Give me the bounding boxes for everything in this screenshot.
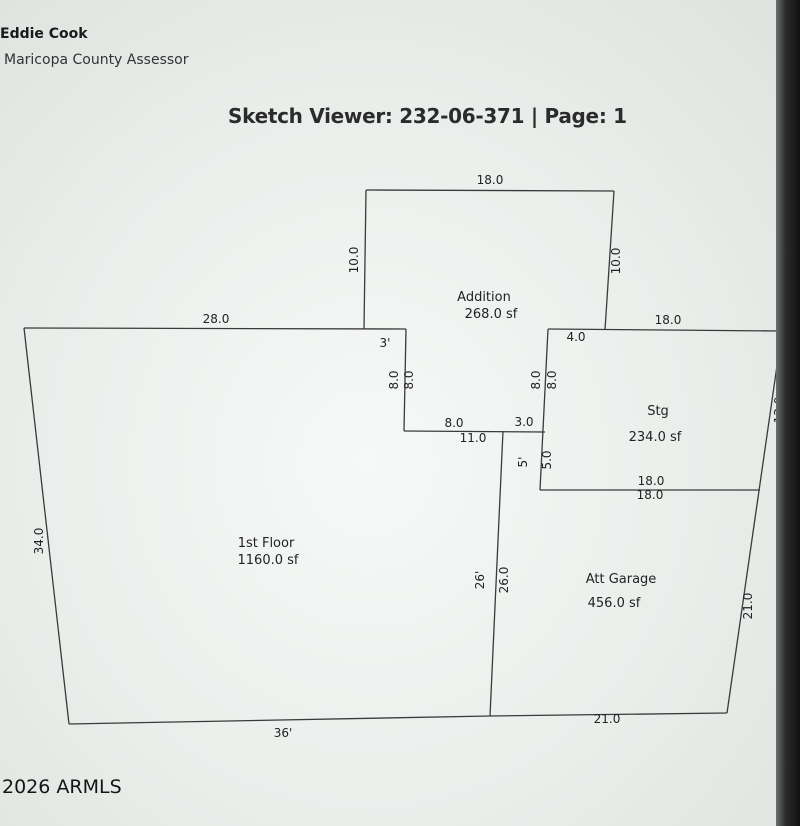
dim-stg-bottom-b: 18.0 [637, 488, 664, 502]
copyright-watermark: 2026 ARMLS [2, 776, 122, 798]
storage-size: 234.0 sf [629, 430, 682, 445]
main-left-wall [23, 327, 70, 725]
notch-left-wall [403, 328, 407, 432]
monitor-bezel [776, 0, 800, 826]
dim-notch-bottom-right: 3.0 [514, 415, 533, 429]
dim-garage-bottom: 21.0 [594, 712, 621, 726]
garage-size: 456.0 sf [588, 596, 641, 611]
addition-label: Addition [457, 290, 511, 305]
owner-name: Eddie Cook [0, 26, 88, 42]
dim-main-top: 28.0 [203, 312, 230, 326]
garage-divider-wall [489, 430, 504, 717]
main-top-wall [23, 327, 407, 330]
addition-size: 268.0 sf [465, 307, 518, 322]
dim-stg-left-5: 5' [516, 457, 530, 468]
notch-bottom-wall [403, 430, 546, 433]
stg-left-wall [539, 328, 549, 491]
dim-main-left: 34.0 [32, 528, 46, 555]
garage-bottom-wall [489, 712, 728, 717]
dim-garage-left-26a: 26' [473, 571, 487, 590]
dim-stg-left-50: 5.0 [540, 450, 554, 469]
dim-notch-bottom-long: 11.0 [460, 431, 487, 445]
dim-addition-top: 18.0 [477, 173, 504, 187]
dim-stg-bottom-a: 18.0 [638, 474, 665, 488]
garage-label: Att Garage [586, 572, 657, 587]
dim-stg-top-short: 4.0 [566, 330, 585, 344]
dim-step-3: 3' [380, 336, 391, 350]
addition-left-wall [363, 189, 367, 330]
stg-top-wall [547, 328, 783, 332]
page-title: Sketch Viewer: 232-06-371 | Page: 1 [228, 104, 627, 128]
addition-right-wall [604, 190, 615, 331]
first-floor-size: 1160.0 sf [238, 553, 299, 568]
dim-notch-left-a: 8.0 [387, 370, 401, 389]
dim-addition-right: 10.0 [609, 248, 623, 275]
dim-stg-top: 18.0 [655, 313, 682, 327]
dim-addition-left: 10.0 [347, 247, 361, 274]
first-floor-label: 1st Floor [238, 536, 295, 551]
outer-right-wall [726, 330, 783, 714]
storage-label: Stg [647, 404, 669, 419]
dim-notch-right-b: 8.0 [545, 370, 559, 389]
dim-notch-left-b: 8.0 [402, 370, 416, 389]
dim-garage-right: 21.0 [741, 593, 755, 620]
main-bottom-wall [68, 715, 491, 725]
dim-notch-right-a: 8.0 [529, 370, 543, 389]
dim-garage-left-26b: 26.0 [497, 567, 511, 594]
dim-notch-bottom: 8.0 [444, 416, 463, 430]
dim-main-bottom: 36' [274, 726, 293, 740]
assessor-name: Maricopa County Assessor [4, 52, 189, 68]
addition-top-wall [365, 189, 615, 192]
